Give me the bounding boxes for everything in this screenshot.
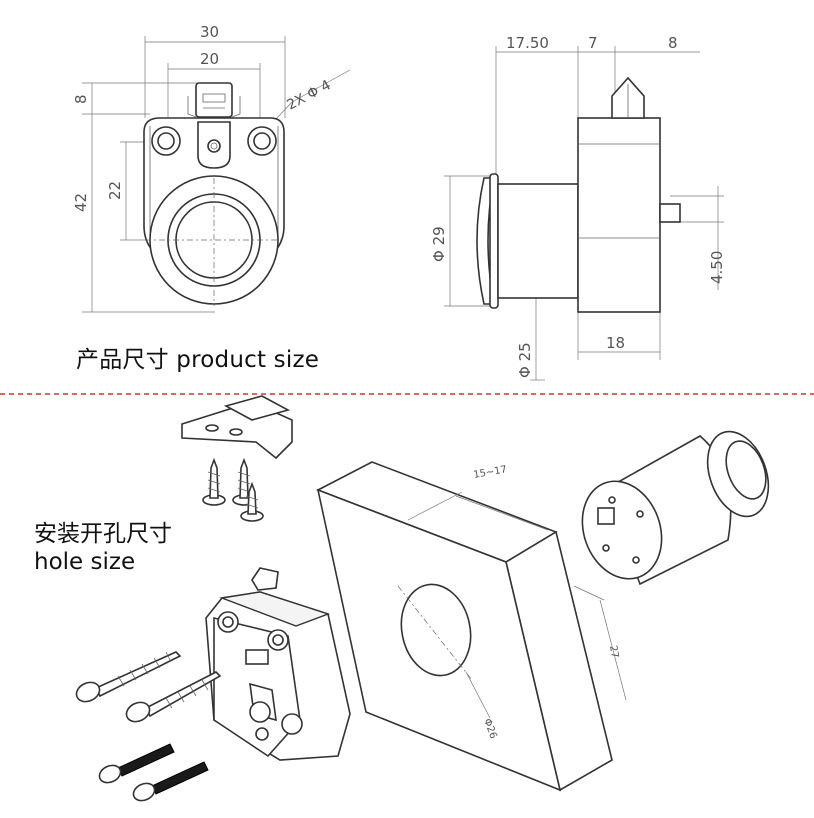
dim-body-step: 7 [588, 34, 598, 52]
dim-pin: 4.50 [708, 251, 726, 284]
dim-flange-to-body: 17.50 [506, 34, 549, 52]
side-pin [659, 203, 681, 223]
mounting-hole [400, 583, 472, 677]
product-size-caption: 产品尺寸 product size [76, 347, 320, 373]
dim-panel-height: 27 [607, 645, 620, 659]
machine-screws [98, 743, 209, 802]
dim-top-width: 30 [200, 23, 219, 41]
side-view: 17.50 7 8 Φ 29 Φ 25 18 4.50 [430, 34, 726, 381]
exploded-view: 15~17 27 Φ26 [75, 395, 770, 802]
hole-size-caption-en: hole size [34, 549, 136, 575]
dim-barrel-dia: Φ 25 [516, 342, 534, 378]
dim-tab-height: 8 [72, 94, 90, 104]
dim-panel-thickness: 15~17 [473, 464, 508, 481]
barrel [497, 183, 579, 299]
flange [489, 173, 499, 309]
dim-center-height: 22 [106, 181, 124, 200]
short-screws [202, 457, 264, 522]
cabinet-panel: 15~17 27 Φ26 [316, 461, 627, 792]
dim-holes: 2X Φ 4 [284, 77, 333, 113]
latch-body-3d [205, 567, 351, 761]
hole-size-caption-cn: 安装开孔尺寸 [34, 521, 172, 547]
front-view: 30 20 8 42 22 2X Φ 4 [72, 23, 351, 313]
lock-cylinder-unit [581, 430, 770, 586]
dim-body-depth: 18 [606, 334, 625, 352]
side-body [577, 117, 661, 313]
latch-tab-3d [251, 567, 279, 591]
dim-flange-dia: Φ 29 [430, 226, 448, 262]
dim-tab-offset: 8 [668, 34, 678, 52]
long-screws [75, 651, 222, 723]
latch-tab [195, 82, 233, 118]
dim-total-height: 42 [72, 193, 90, 212]
dim-hole-spacing: 20 [200, 50, 219, 68]
